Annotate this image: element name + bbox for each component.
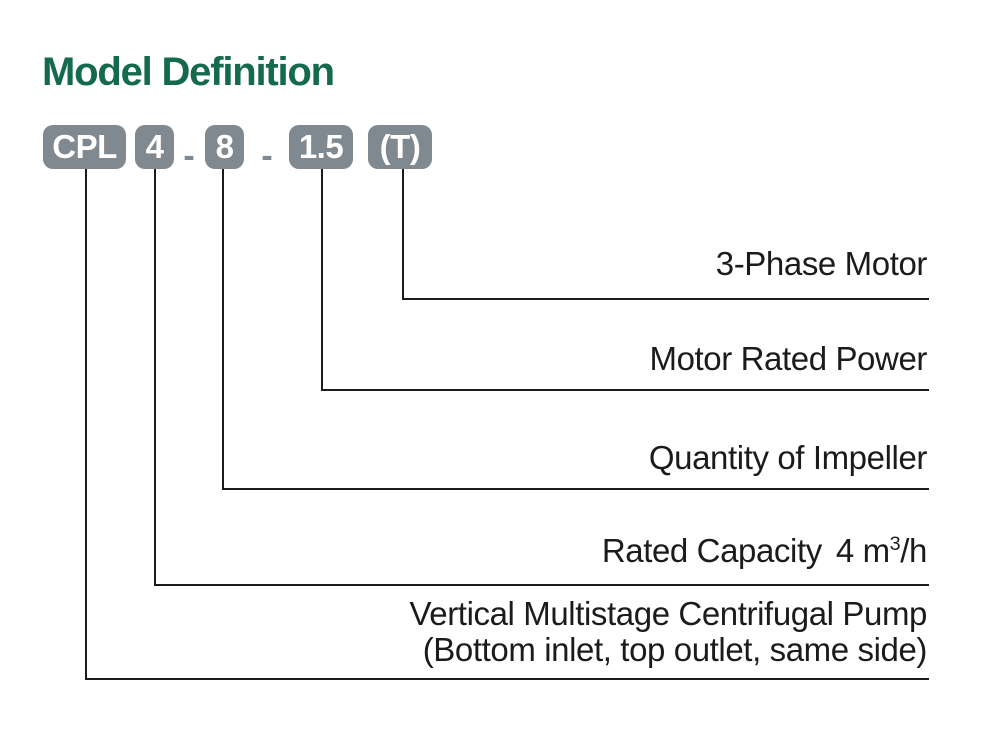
capacity-value: 4 m: [835, 532, 890, 569]
pump-label-line1: Vertical Multistage Centrifugal Pump: [409, 595, 927, 632]
connector-line-phase: [402, 169, 929, 300]
code-box-series: CPL: [43, 125, 126, 169]
connector-line-capacity: [154, 169, 929, 586]
page-title: Model Definition: [42, 50, 335, 94]
code-box-impeller: 8: [205, 125, 244, 169]
code-separator-dash: -: [183, 136, 195, 175]
callout-label-pump: Vertical Multistage Centrifugal Pump (Bo…: [409, 596, 927, 668]
code-box-power: 1.5: [289, 125, 353, 169]
callout-label-impeller: Quantity of Impeller: [648, 439, 928, 476]
callout-label-phase: 3-Phase Motor: [715, 245, 928, 282]
connector-line-impeller: [222, 169, 929, 490]
connector-line-power: [321, 169, 929, 391]
callout-label-capacity: Rated Capacity 4 m3/h: [601, 532, 928, 569]
pump-label-line2: (Bottom inlet, top outlet, same side): [422, 631, 928, 668]
code-separator-dash: -: [261, 136, 273, 175]
code-box-capacity: 4: [135, 125, 174, 169]
capacity-unit: /h: [900, 532, 927, 569]
code-box-phase: (T): [368, 125, 432, 169]
capacity-superscript: 3: [889, 533, 901, 555]
capacity-label-text: Rated Capacity: [601, 532, 822, 569]
callout-label-power: Motor Rated Power: [649, 340, 928, 377]
connector-line-pump: [85, 169, 929, 680]
